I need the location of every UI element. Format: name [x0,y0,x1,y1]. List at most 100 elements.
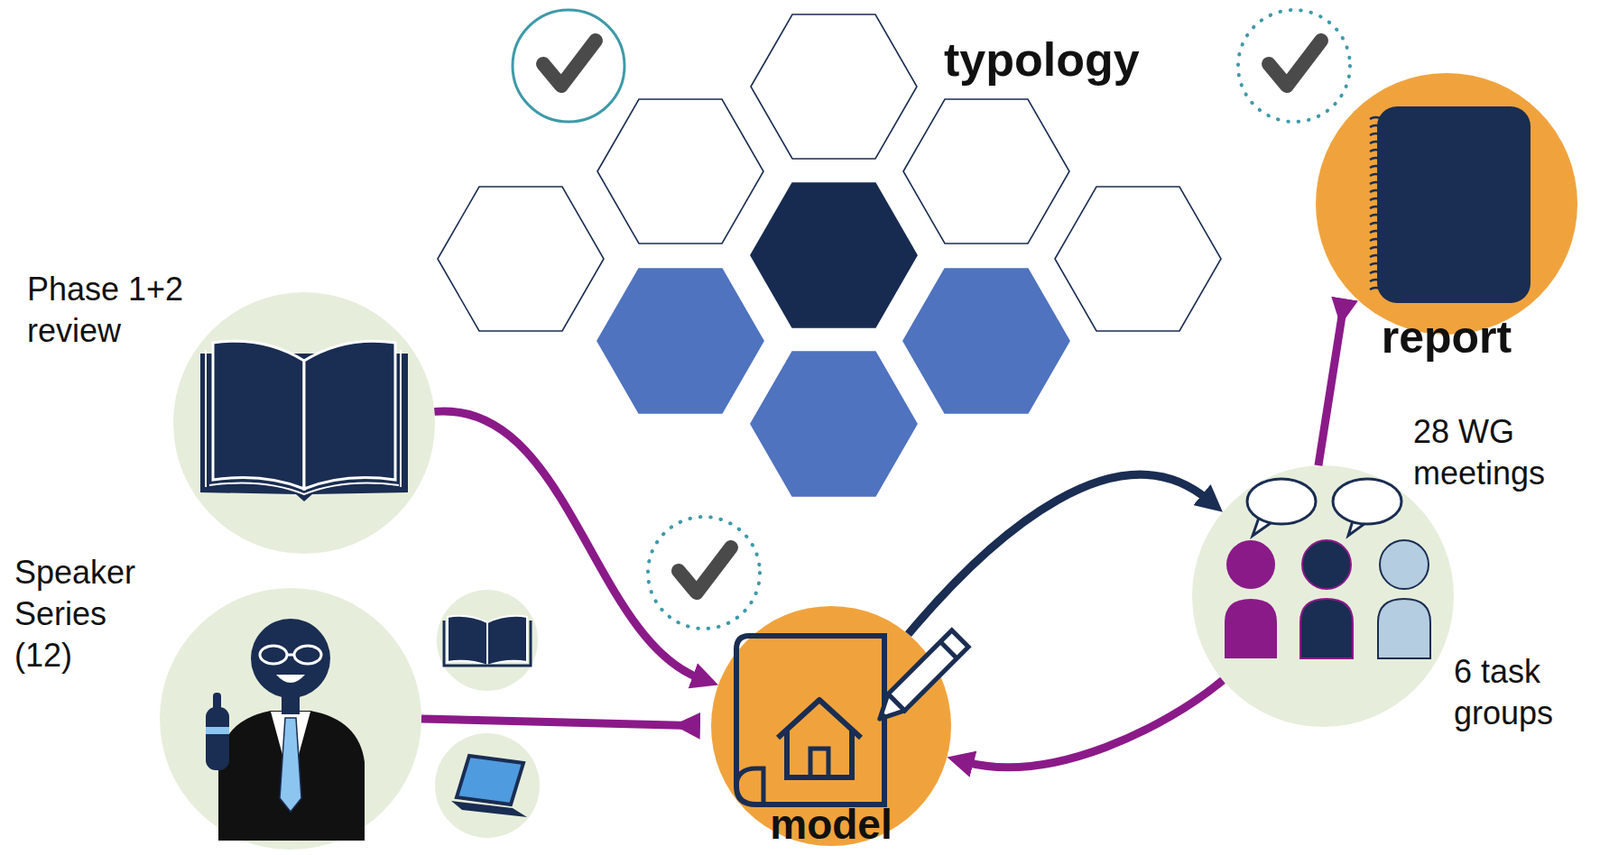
notebook-spiral [1369,133,1383,136]
laptop-icon [456,756,524,805]
notebook-spiral [1369,214,1383,217]
mini-book-icon [436,590,538,692]
notebook-spiral [1369,190,1383,193]
notebook-spiral [1369,279,1383,282]
notebook-spiral [1369,174,1383,176]
speaker-circle [159,588,422,851]
notebook-spiral [1369,117,1383,290]
circle-outline [1192,465,1454,728]
speaker-figure [218,711,365,842]
people-icon [1247,479,1316,525]
circle-outline [159,588,422,851]
typology-hexagons [437,14,1221,497]
review-node: Phase 1+2 review [173,292,435,555]
typology-hexagons [750,183,917,328]
notebook-spiral [1369,157,1383,160]
typology-hexagons [750,14,917,159]
circle-outline [173,292,435,555]
notebook-spiral [1369,239,1383,241]
book-icon [304,341,396,490]
speaker-node: Speaker Series (12) [159,588,422,851]
report-circle [1315,73,1578,335]
notebook-spiral [1369,255,1383,258]
people-icon [1332,479,1402,525]
flow-arrow [421,719,694,727]
speaker-figure [259,646,287,665]
notebook-spiral [1369,198,1383,201]
task-group-count: 6 task groups [1453,651,1594,735]
flow-arrow [434,411,701,679]
notebook-spiral [1369,271,1383,274]
speaker-figure [294,646,322,665]
mini-book-icon [436,590,538,692]
notebook-spiral [1369,166,1383,168]
speaker-figure [286,654,295,657]
book-icon [205,350,401,495]
notebook-spiral [1369,247,1383,250]
blueprint-icon [871,694,906,729]
report-node: report [1315,73,1578,335]
blueprint-icon [940,642,957,659]
blueprint-icon [877,712,888,722]
check-mark [1268,40,1322,86]
node-title: model [740,798,922,852]
node-title: report [1347,308,1546,367]
circle-outline [1315,73,1578,335]
circle-outline [1315,73,1578,335]
check-mark [512,9,625,122]
speaker-circle [159,588,422,851]
notebook-spiral [1369,125,1383,128]
people-icon [1300,599,1353,659]
mini-book-icon [443,620,531,666]
book-icon [200,341,408,502]
laptop-icon [434,733,540,839]
check-mark [678,547,731,593]
check-mark [543,40,596,86]
notebook-spiral [1369,263,1383,266]
working-group-circle [1192,465,1454,728]
notebook-spiral [1369,141,1383,144]
typology-hexagons [903,99,1070,244]
speaker-figure [279,718,302,813]
people-icon [1224,599,1277,659]
typology-hexagons [750,351,917,497]
blueprint-icon [736,768,764,805]
speaker-figure [205,619,365,842]
blueprint-icon [777,700,861,739]
mini-book-icon [447,616,488,666]
blueprint-icon [871,630,969,728]
people-icon [1226,540,1276,590]
meeting-count: 28 WG meetings [1413,411,1594,495]
speaker-figure [212,693,222,713]
speaker-figure [205,727,230,735]
speaker-figure [250,619,331,699]
working-group-node: 28 WG meetings6 task groups [1192,465,1454,728]
blueprint-icon [786,730,852,778]
notebook-spiral [1369,149,1383,152]
notebook-icon [1369,106,1531,304]
check-mark [512,9,625,122]
circle-outline [1192,465,1454,728]
blueprint-icon [810,749,829,778]
circle-outline [173,292,435,555]
working-group-circle [1192,465,1454,728]
laptop-icon [434,733,540,839]
people-icon [1224,479,1431,659]
model-node: model [711,606,952,847]
node-label: Speaker Series (12) [14,552,159,677]
flow-arrow [965,680,1223,768]
notebook-spiral [1369,117,1383,120]
speaker-figure [205,707,230,771]
mini-book-icon [487,616,528,666]
people-icon [1378,599,1431,659]
typology-hexagons [903,268,1070,414]
check-mark [1238,9,1351,122]
check-mark [647,517,760,629]
speaker-figure [276,675,306,684]
node-label: Phase 1+2 review [27,268,244,352]
notebook-spiral [1369,231,1383,233]
check-mark [647,517,760,629]
blueprint-icon [736,630,969,805]
